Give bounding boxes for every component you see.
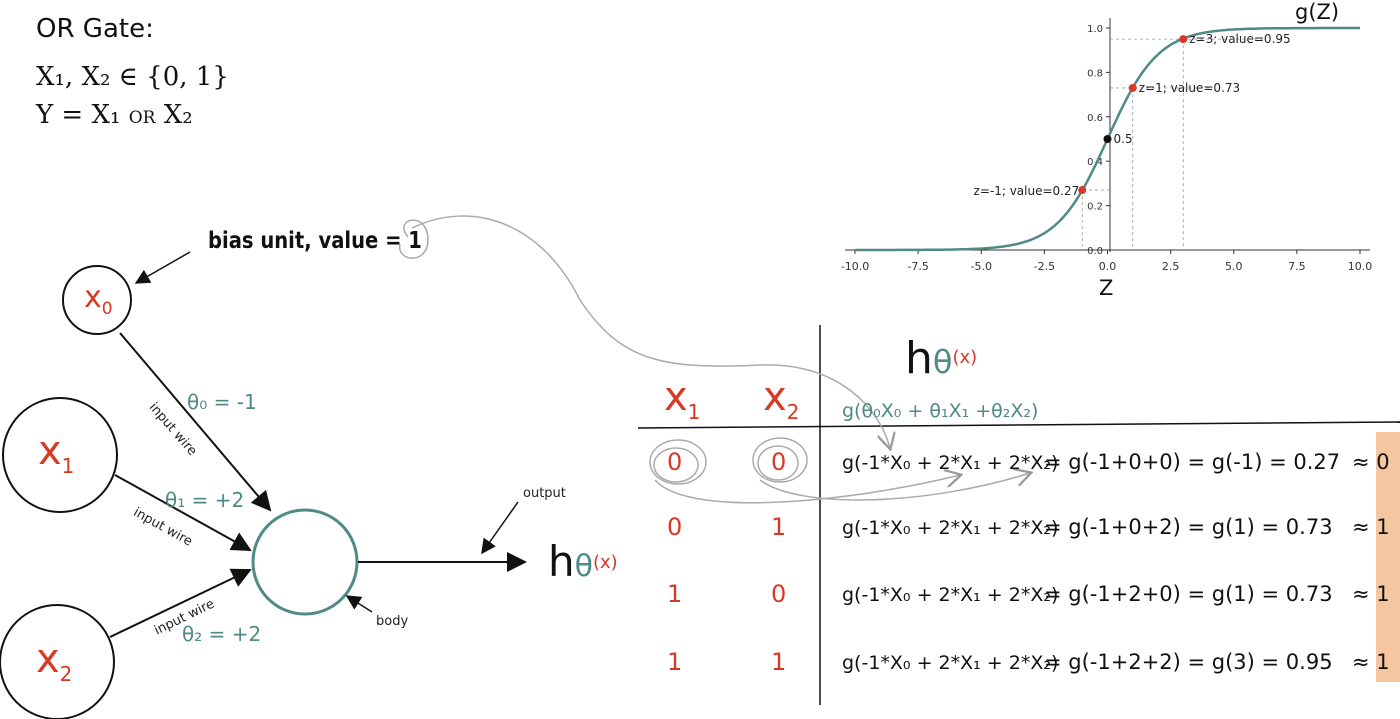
- theta2-label: θ₂ = +2: [182, 622, 262, 646]
- node-x2-label: x2: [36, 636, 73, 686]
- body-label: body: [376, 614, 409, 629]
- col-header-formula: g(θ₀X₀ + θ₁X₁ +θ₂X₂): [842, 400, 1039, 422]
- cell-result: = g(-1+0+2) = g(1) = 0.73: [1044, 515, 1333, 539]
- y-tick-label: 1.0: [1087, 24, 1103, 35]
- cell-x2: 1: [771, 513, 787, 541]
- point-annotation: 0.5: [1114, 132, 1133, 146]
- cell-approx: ≈ 1: [1352, 582, 1390, 606]
- cell-approx: ≈ 1: [1352, 650, 1390, 674]
- cell-result: = g(-1+0+0) = g(-1) = 0.27: [1044, 450, 1341, 474]
- x-tick-label: -2.5: [1034, 260, 1055, 273]
- cell-result: = g(-1+2+2) = g(3) = 0.95: [1044, 650, 1333, 674]
- node-x1: [2, 397, 118, 513]
- point-annotation: z=-1; value=0.27: [974, 184, 1080, 198]
- cell-x2: 0: [771, 448, 787, 476]
- x-tick-label: 0.0: [1099, 260, 1117, 273]
- y-tick-label: 0.0: [1087, 246, 1103, 257]
- output-definition: Y = X₁ OR X₂: [36, 100, 193, 130]
- cell-approx: ≈ 0: [1352, 450, 1390, 474]
- x-tick-label: 10.0: [1348, 260, 1373, 273]
- hypothesis-output: hθ(x): [548, 537, 618, 586]
- x-tick-label: -5.0: [971, 260, 992, 273]
- sigmoid-point: [1179, 35, 1188, 44]
- sigmoid-point: [1128, 83, 1137, 92]
- x-tick-label: -7.5: [907, 260, 928, 273]
- sigmoid-point: [1078, 186, 1087, 195]
- col-header-x2: x2: [763, 374, 800, 424]
- sigmoid-point: [1103, 135, 1112, 143]
- node-body: [251, 508, 359, 616]
- wire-x1: [114, 474, 252, 551]
- output-pointer: [481, 501, 519, 555]
- node-x0: [62, 265, 132, 335]
- input-domain: X₁, X₂ ∈ {0, 1}: [36, 62, 229, 92]
- wire-x2: [109, 568, 252, 638]
- table-title: hθ(x): [905, 333, 978, 384]
- y-tick-label: 0.6: [1087, 113, 1103, 124]
- cell-x1: 0: [667, 448, 683, 476]
- cell-approx: ≈ 1: [1352, 515, 1390, 539]
- cell-expression: g(-1*X₀ + 2*X₁ + 2*X₂): [842, 584, 1059, 606]
- cell-result: = g(-1+2+0) = g(1) = 0.73: [1044, 582, 1333, 606]
- bias-pointer: [134, 251, 191, 284]
- node-x1-label: x1: [38, 428, 75, 478]
- cell-x1: 0: [667, 513, 683, 541]
- cell-x1: 1: [667, 580, 683, 608]
- col-header-x1: x1: [664, 374, 701, 424]
- y-tick-label: 0.2: [1087, 202, 1103, 213]
- node-x2: [0, 604, 115, 719]
- sigmoid-title: g(Z): [1295, 0, 1340, 24]
- wire-x0: [119, 332, 272, 512]
- body-pointer: [345, 595, 373, 613]
- cell-expression: g(-1*X₀ + 2*X₁ + 2*X₂): [842, 652, 1059, 674]
- cell-x1: 1: [667, 648, 683, 676]
- bias-unit-label: bias unit, value = 1: [208, 228, 422, 254]
- cell-x2: 0: [771, 580, 787, 608]
- node-x0-label: x0: [84, 280, 113, 319]
- cell-expression: g(-1*X₀ + 2*X₁ + 2*X₂): [842, 517, 1059, 539]
- x-tick-label: 7.5: [1288, 260, 1306, 273]
- x-tick-label: 2.5: [1162, 260, 1180, 273]
- cell-expression: g(-1*X₀ + 2*X₁ + 2*X₂): [842, 452, 1059, 474]
- theta0-label: θ₀ = -1: [187, 390, 257, 414]
- cell-x2: 1: [771, 648, 787, 676]
- sigmoid-chart: -10.0 -7.5 -5.0 -2.5 0.0 2.5 5.0 7.5 10.0 0.0 0.2 0…: [841, 18, 1372, 273]
- point-annotation: z=1; value=0.73: [1139, 81, 1240, 95]
- sigmoid-xlabel: Z: [1099, 276, 1114, 300]
- output-label: output: [523, 486, 566, 501]
- x-tick-label: -10.0: [841, 260, 869, 273]
- approx-highlight: [1376, 432, 1400, 682]
- theta1-label: θ₁ = +2: [165, 488, 245, 512]
- y-tick-label: 0.8: [1087, 68, 1103, 79]
- table-horizontal-rule: [637, 421, 1400, 429]
- gate-title: OR Gate:: [36, 14, 154, 44]
- annotation-curves: [399, 215, 1030, 504]
- point-annotation: z=3; value=0.95: [1189, 32, 1290, 46]
- y-tick-label: 0.4: [1087, 157, 1103, 168]
- x-tick-label: 5.0: [1225, 260, 1243, 273]
